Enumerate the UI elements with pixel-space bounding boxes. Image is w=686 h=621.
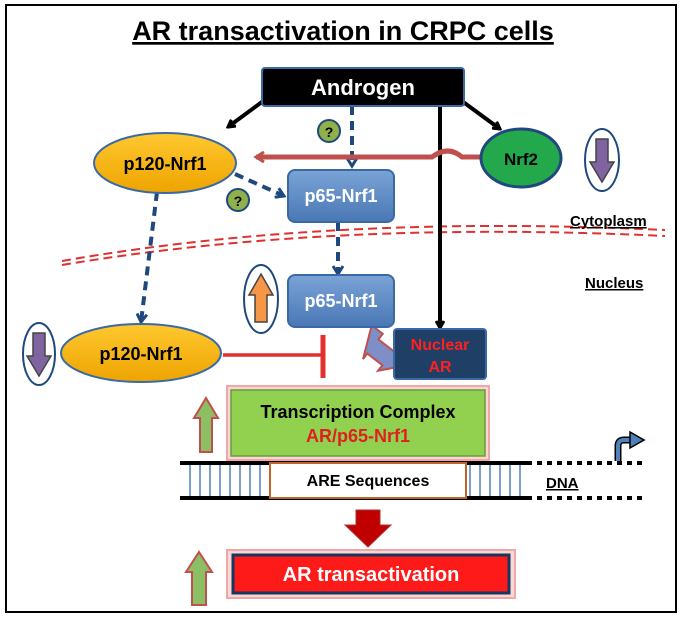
transactivation-up-arrow-icon xyxy=(184,550,214,606)
p120-nrf1-cytoplasm-node xyxy=(93,132,237,194)
nuclear-ar-node xyxy=(393,328,487,380)
p120-to-nucleus-dashed-arrow xyxy=(141,191,159,322)
androgen-node xyxy=(261,67,465,107)
transcription-complex-sublabel: AR/p65-Nrf1 xyxy=(306,426,410,446)
p65-nrf1-nucleus-label: p65-Nrf1 xyxy=(304,291,377,311)
unknown-mechanism-label-1: ? xyxy=(325,124,334,140)
nrf2-down-arrow-icon xyxy=(588,138,616,184)
ar-transactivation-label: AR transactivation xyxy=(283,564,460,586)
androgen-label: Androgen xyxy=(311,75,415,100)
p65-nrf1-cytoplasm-label: p65-Nrf1 xyxy=(304,186,377,206)
unknown-mechanism-label-2: ? xyxy=(234,193,243,209)
diagram-title: AR transactivation in CRPC cells xyxy=(132,16,554,46)
membrane-inner-line xyxy=(61,224,666,262)
nrf2-to-p120-arrow xyxy=(256,148,486,157)
p120-down-arrow-icon xyxy=(25,332,53,378)
dna-label: DNA xyxy=(546,475,579,492)
p120-to-p65-dashed-arrow xyxy=(234,172,284,196)
membrane-outer-line xyxy=(61,230,666,266)
p120-nrf1-nucleus-label: p120-Nrf1 xyxy=(99,344,182,364)
nucleus-label: Nucleus xyxy=(585,275,643,292)
p65-up-arrow-icon xyxy=(247,272,275,323)
p120-nrf1-cytoplasm-label: p120-Nrf1 xyxy=(123,154,206,174)
are-sequences-label: ARE Sequences xyxy=(307,473,430,490)
diagram-frame xyxy=(5,4,677,613)
transcription-complex-label: Transcription Complex xyxy=(260,402,455,422)
nrf2-node xyxy=(479,127,563,189)
complex-to-transactivation-arrow xyxy=(343,509,393,548)
p65-nrf1-cytoplasm-node xyxy=(287,169,395,223)
transcription-start-arrow-icon xyxy=(614,430,646,461)
p65-nrf1-nucleus-node xyxy=(287,274,395,328)
cytoplasm-label: Cytoplasm xyxy=(570,213,647,230)
complex-up-arrow-icon xyxy=(192,396,220,453)
unknown-mechanism-badge-2 xyxy=(226,188,250,212)
unknown-mechanism-badge-1 xyxy=(317,119,341,143)
p120-nrf1-nucleus-node xyxy=(60,323,222,383)
are-sequences-box xyxy=(269,462,467,499)
ar-transactivation-node xyxy=(231,553,511,595)
transcription-complex-node xyxy=(230,389,486,457)
nrf2-label: Nrf2 xyxy=(504,150,538,169)
nuclear-ar-label-2: AR xyxy=(428,359,452,376)
nuclear-ar-label-1: Nuclear xyxy=(411,337,470,354)
